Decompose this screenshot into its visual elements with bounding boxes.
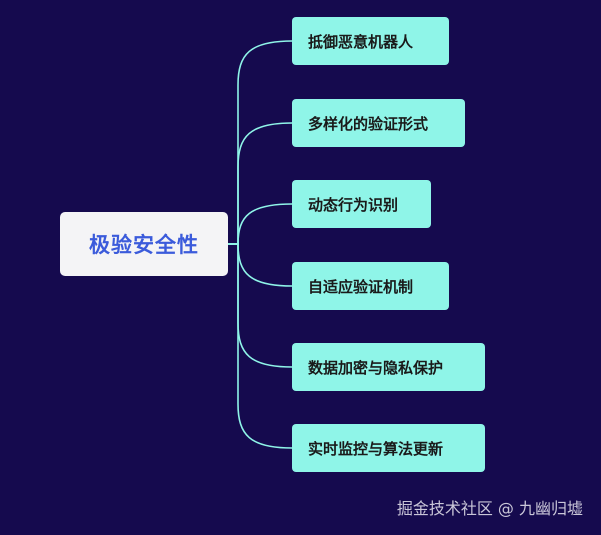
connector-line xyxy=(228,203,293,245)
branch-label: 抵御恶意机器人 xyxy=(308,32,414,51)
connector-line xyxy=(228,243,293,449)
branch-label: 动态行为识别 xyxy=(308,195,399,214)
connector-line xyxy=(228,122,293,245)
branch-label: 实时监控与算法更新 xyxy=(308,439,444,458)
branch-label: 多样化的验证形式 xyxy=(308,114,429,133)
branch-label: 数据加密与隐私保护 xyxy=(308,358,444,377)
branch-node-bot-defense: 抵御恶意机器人 xyxy=(292,17,449,65)
branch-node-encryption-privacy: 数据加密与隐私保护 xyxy=(292,343,485,391)
branch-label: 自适应验证机制 xyxy=(308,277,414,296)
connector-lines xyxy=(228,40,293,449)
branch-node-adaptive-mechanism: 自适应验证机制 xyxy=(292,262,449,310)
branch-node-behavior-recognition: 动态行为识别 xyxy=(292,180,431,228)
root-label: 极验安全性 xyxy=(89,233,199,257)
root-node: 极验安全性 xyxy=(60,212,228,276)
branch-node-diverse-verification: 多样化的验证形式 xyxy=(292,99,465,147)
connector-line xyxy=(228,40,293,245)
watermark-text: 掘金技术社区 @ 九幽归墟 xyxy=(396,499,583,518)
branch-node-monitoring-updates: 实时监控与算法更新 xyxy=(292,424,485,472)
